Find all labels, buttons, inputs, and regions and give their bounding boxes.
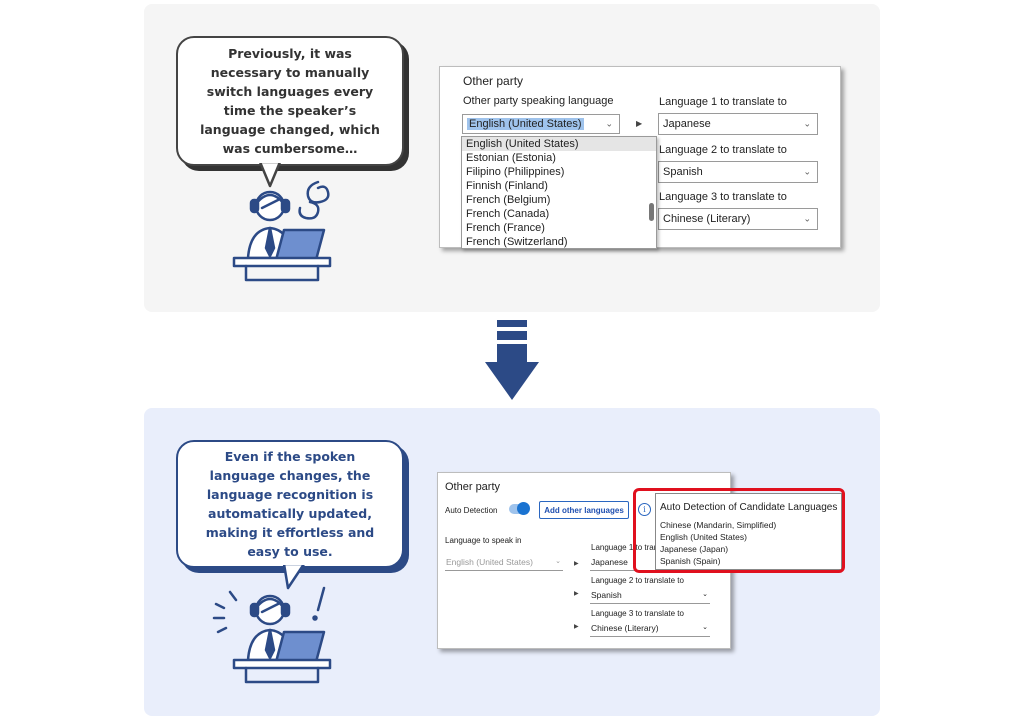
chevron-down-icon: ⌄ bbox=[555, 558, 561, 565]
auto-detection-toggle[interactable] bbox=[509, 502, 530, 515]
bubble-tail bbox=[258, 160, 282, 188]
target-language-1-value: Japanese bbox=[663, 118, 711, 130]
chevron-down-icon: ⌄ bbox=[702, 591, 708, 598]
candidate-language-item: Chinese (Mandarin, Simplified) bbox=[660, 520, 777, 530]
chevron-down-icon: ⌄ bbox=[605, 118, 613, 129]
chevron-down-icon: ⌄ bbox=[803, 118, 811, 129]
target-language-3-value: Chinese (Literary) bbox=[591, 623, 659, 633]
confused-operator-illustration bbox=[232, 180, 332, 282]
target-language-2-label: Language 2 to translate to bbox=[659, 144, 787, 156]
target-language-2-select[interactable]: Spanish ⌄ bbox=[658, 161, 818, 183]
target-language-1-label: Language 1 to translate to bbox=[659, 96, 787, 108]
auto-detection-label: Auto Detection bbox=[445, 506, 498, 515]
highlight-frame bbox=[633, 488, 845, 573]
target-language-3-select[interactable]: Chinese (Literary) ⌄ bbox=[590, 623, 710, 637]
target-language-1-value: Japanese bbox=[591, 557, 628, 567]
after-bubble-text: Even if the spoken language changes, the… bbox=[205, 449, 375, 559]
window-title: Other party bbox=[463, 74, 524, 88]
before-bubble-text: Previously, it was necessary to manually… bbox=[200, 46, 380, 156]
bubble-tail bbox=[282, 562, 306, 590]
popup-title: Auto Detection of Candidate Languages bbox=[660, 502, 838, 513]
speaking-language-select[interactable]: English (United States) ⌄ bbox=[462, 114, 620, 134]
dropdown-option[interactable]: French (Canada) bbox=[466, 208, 550, 220]
play-arrow-icon: ▶ bbox=[574, 561, 579, 567]
down-arrow-icon bbox=[485, 320, 539, 400]
speak-in-value: English (United States) bbox=[446, 557, 533, 567]
add-other-languages-button[interactable]: Add other languages bbox=[539, 501, 629, 519]
chevron-down-icon: ⌄ bbox=[702, 624, 708, 631]
after-speech-bubble: Even if the spoken language changes, the… bbox=[176, 440, 404, 568]
target-language-3-select[interactable]: Chinese (Literary) ⌄ bbox=[658, 208, 818, 230]
speak-in-select[interactable]: English (United States) ⌄ bbox=[445, 557, 563, 571]
dropdown-option[interactable]: English (United States) bbox=[462, 137, 656, 151]
target-language-1-select[interactable]: Japanese ⌄ bbox=[658, 113, 818, 135]
target-language-1-label: Language 1 to translate to bbox=[591, 543, 684, 552]
chevron-down-icon: ⌄ bbox=[803, 213, 811, 224]
dropdown-option[interactable]: French (Switzerland) bbox=[466, 236, 568, 248]
toggle-knob bbox=[517, 502, 530, 515]
play-arrow-icon: ▶ bbox=[574, 591, 579, 597]
speaking-language-value: English (United States) bbox=[467, 118, 584, 130]
target-language-3-label: Language 3 to translate to bbox=[591, 609, 684, 618]
target-language-2-label: Language 2 to translate to bbox=[591, 576, 684, 585]
target-language-3-value: Chinese (Literary) bbox=[663, 213, 751, 225]
play-arrow-icon: ▶ bbox=[636, 119, 643, 128]
dropdown-option[interactable]: Estonian (Estonia) bbox=[466, 152, 556, 164]
dropdown-option[interactable]: Filipino (Philippines) bbox=[466, 166, 565, 178]
play-arrow-icon: ▶ bbox=[574, 624, 579, 630]
dropdown-option[interactable]: French (France) bbox=[466, 222, 545, 234]
info-icon[interactable]: i bbox=[638, 503, 651, 516]
target-language-2-select[interactable]: Spanish ⌄ bbox=[590, 590, 710, 604]
speaking-language-label: Other party speaking language bbox=[463, 95, 614, 107]
before-speech-bubble: Previously, it was necessary to manually… bbox=[176, 36, 404, 166]
speaking-language-dropdown-list: English (United States) Estonian (Estoni… bbox=[461, 136, 657, 249]
target-language-2-value: Spanish bbox=[591, 590, 622, 600]
candidate-language-item: Japanese (Japan) bbox=[660, 544, 729, 554]
target-language-3-label: Language 3 to translate to bbox=[659, 191, 787, 203]
window-title: Other party bbox=[445, 481, 501, 493]
dropdown-option[interactable]: French (Belgium) bbox=[466, 194, 551, 206]
dropdown-option[interactable]: Finnish (Finland) bbox=[466, 180, 548, 192]
candidate-language-item: Spanish (Spain) bbox=[660, 556, 721, 566]
candidate-languages-popup: Auto Detection of Candidate Languages Ch… bbox=[655, 493, 842, 570]
dropdown-scrollbar[interactable] bbox=[649, 203, 654, 221]
chevron-down-icon: ⌄ bbox=[803, 166, 811, 177]
candidate-language-item: English (United States) bbox=[660, 532, 747, 542]
target-language-2-value: Spanish bbox=[663, 166, 703, 178]
speak-in-label: Language to speak in bbox=[445, 536, 522, 545]
happy-operator-illustration bbox=[212, 586, 332, 684]
